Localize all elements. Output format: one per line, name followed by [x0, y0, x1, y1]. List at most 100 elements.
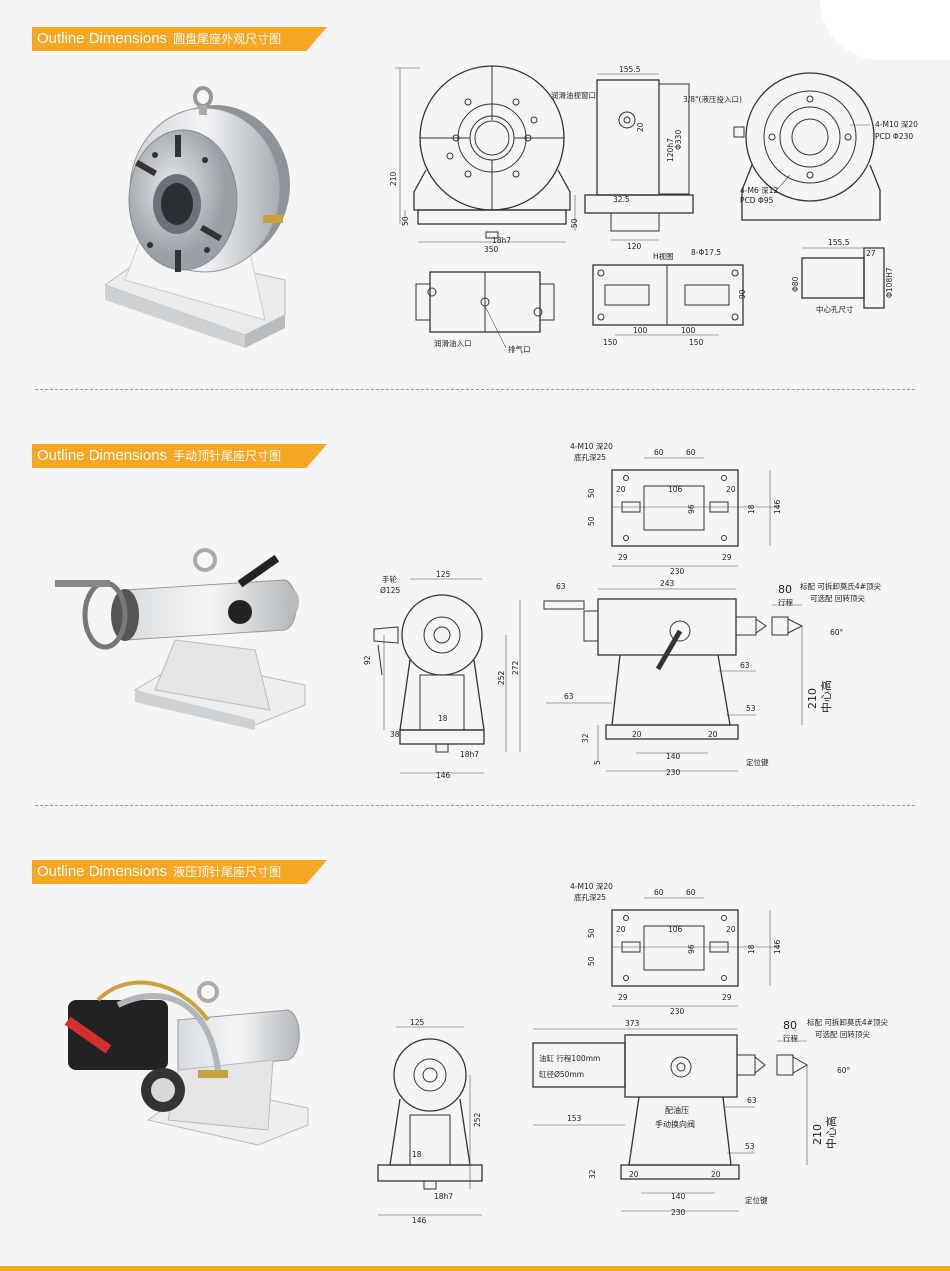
center-height-label: 中心高 — [824, 1116, 838, 1149]
dim-27: 27 — [866, 249, 876, 258]
disc-tailstock-h-view: H视图 8-Φ17.5 90 100 100 150 150 — [592, 248, 747, 347]
dim-155-5-hole: 155.5 — [828, 238, 850, 247]
dim-146-end: 146 — [436, 771, 451, 780]
manual-tailstock-photo — [55, 548, 306, 730]
dim-330: Φ330 — [674, 130, 683, 150]
hydraulic-port-label: 3/8"(液压投入口) — [683, 94, 742, 104]
dim-18h7: 18h7 — [460, 750, 479, 759]
bolt-holes-label: 8-Φ17.5 — [691, 248, 721, 257]
dim-92: 92 — [363, 655, 372, 665]
dim-20-left: 20 — [616, 925, 626, 934]
dim-38: 38 — [390, 730, 400, 739]
dim-90: 90 — [738, 289, 747, 299]
section-2-title-cn: 手动顶针尾座尺寸图 — [173, 449, 282, 463]
dim-140: 140 — [666, 752, 681, 761]
dim-20-left-side: 20 — [632, 730, 642, 739]
m10-label: 4-M10 深20 — [570, 442, 613, 451]
dim-230: 230 — [670, 567, 685, 576]
dim-210: 210 — [811, 1124, 824, 1145]
disc-tailstock-side-view: 155.5 润滑油视窗口 3/8"(液压投入口) 20 Φ330 120h7 3… — [551, 65, 742, 251]
cylinder-stroke-label: 油缸 行程100mm — [539, 1053, 600, 1063]
dim-32: 32 — [581, 733, 590, 743]
hydraulic-tailstock-photo — [64, 980, 309, 1146]
locating-key-label: 定位键 — [746, 757, 769, 767]
disc-tailstock-rear-view: 4-M10 深20 PCD Φ230 4-M6 深12 PCD Φ95 — [733, 72, 918, 221]
oil-pressure-label: 配油压 — [665, 1105, 689, 1115]
dim-20-right: 20 — [726, 485, 736, 494]
section-divider-1 — [35, 389, 915, 390]
rear-m6-label: 4-M6 深12 — [740, 186, 778, 195]
dim-29-right: 29 — [722, 993, 732, 1002]
dim-125: 125 — [436, 570, 451, 579]
dim-80-stroke: 80 — [778, 583, 792, 596]
bottom-accent-bar — [0, 1266, 950, 1271]
dim-150-left: 150 — [603, 338, 618, 347]
dim-230-side: 230 — [671, 1208, 686, 1217]
handwheel-diameter: Ø125 — [380, 586, 400, 595]
dim-210: 210 — [806, 688, 819, 709]
dim-120h7: 120h7 — [666, 138, 675, 162]
dim-18-end: 18 — [438, 714, 448, 723]
dim-125: 125 — [410, 1018, 425, 1027]
dim-350: 350 — [484, 245, 499, 254]
dim-phi80: Φ80 — [791, 276, 800, 292]
dim-146: 146 — [773, 499, 782, 514]
dim-18-end: 18 — [412, 1150, 422, 1159]
dim-252: 252 — [497, 670, 506, 685]
dim-100-right: 100 — [681, 326, 696, 335]
dim-20-right: 20 — [726, 925, 736, 934]
dim-146: 146 — [773, 939, 782, 954]
dim-32-5: 32.5 — [613, 195, 630, 204]
m10-label: 4-M10 深20 — [570, 882, 613, 891]
dim-120: 120 — [627, 242, 642, 251]
manual-tailstock-side-view: 63 243 80 行程 标配 可拆卸莫氏4#顶尖 可选配 回转顶尖 60° 6… — [543, 579, 881, 777]
handwheel-label: 手轮 — [382, 574, 397, 584]
dim-53: 53 — [746, 704, 756, 713]
corner-decoration — [820, 0, 950, 60]
dim-32: 32 — [588, 1169, 597, 1179]
rear-pcd95-label: PCD Φ95 — [740, 196, 774, 205]
bottom-hole-label: 底孔深25 — [574, 452, 606, 462]
stroke-label: 行程 — [783, 1033, 798, 1043]
disc-tailstock-top-view: 润滑油入口 排气口 — [415, 271, 555, 354]
dim-106: 106 — [668, 925, 683, 934]
hydraulic-tailstock-end-view: 125 252 18 18h7 146 — [377, 1018, 483, 1225]
dim-60-left: 60 — [654, 888, 664, 897]
section-2-banner: Outline Dimensions 手动顶针尾座尺寸图 — [32, 444, 327, 468]
locating-key-label: 定位键 — [745, 1195, 768, 1205]
dim-96: 96 — [687, 504, 696, 514]
section-2-title-en: Outline Dimensions — [37, 447, 168, 464]
opt-center-label: 可选配 回转顶尖 — [815, 1029, 870, 1039]
dim-5: 5 — [593, 760, 602, 765]
manual-tailstock-top-plan: 4-M10 深20 底孔深25 60 60 20 20 106 50 50 96… — [570, 442, 782, 576]
rear-pcd230-label: PCD Φ230 — [875, 132, 913, 141]
center-hole-label: 中心孔尺寸 — [816, 304, 854, 314]
dim-150-right: 150 — [689, 338, 704, 347]
section-3-banner: Outline Dimensions 液压顶针尾座尺寸图 — [32, 860, 327, 884]
section-3-title-cn: 液压顶针尾座尺寸图 — [173, 865, 282, 879]
dim-29-right: 29 — [722, 553, 732, 562]
dim-20-right-side: 20 — [708, 730, 718, 739]
section-3-title-en: Outline Dimensions — [37, 863, 168, 880]
dim-243: 243 — [660, 579, 675, 588]
dim-230-side: 230 — [666, 768, 681, 777]
dim-50-side: 50 — [570, 218, 579, 228]
dim-20: 20 — [636, 122, 645, 132]
std-center-label: 标配 可拆卸莫氏4#顶尖 — [807, 1017, 888, 1027]
center-hole-detail: 155.5 27 Φ80 Φ108H7 中心孔尺寸 — [791, 238, 894, 314]
dim-100-left: 100 — [633, 326, 648, 335]
dim-146-end: 146 — [412, 1216, 427, 1225]
dim-63-right: 63 — [740, 661, 750, 670]
dim-20-right-side: 20 — [711, 1170, 721, 1179]
dim-50-upper: 50 — [587, 488, 596, 498]
manual-valve-label: 手动换向阀 — [655, 1119, 695, 1129]
dim-140: 140 — [671, 1192, 686, 1201]
rear-m10-label: 4-M10 深20 — [875, 120, 918, 129]
dim-phi108: Φ108H7 — [885, 267, 894, 298]
lube-inlet-label: 润滑油入口 — [434, 338, 472, 348]
dim-20-left-side: 20 — [629, 1170, 639, 1179]
std-center-label: 标配 可拆卸莫氏4#顶尖 — [800, 581, 881, 591]
dim-80-stroke: 80 — [783, 1019, 797, 1032]
dim-50-lower: 50 — [587, 516, 596, 526]
